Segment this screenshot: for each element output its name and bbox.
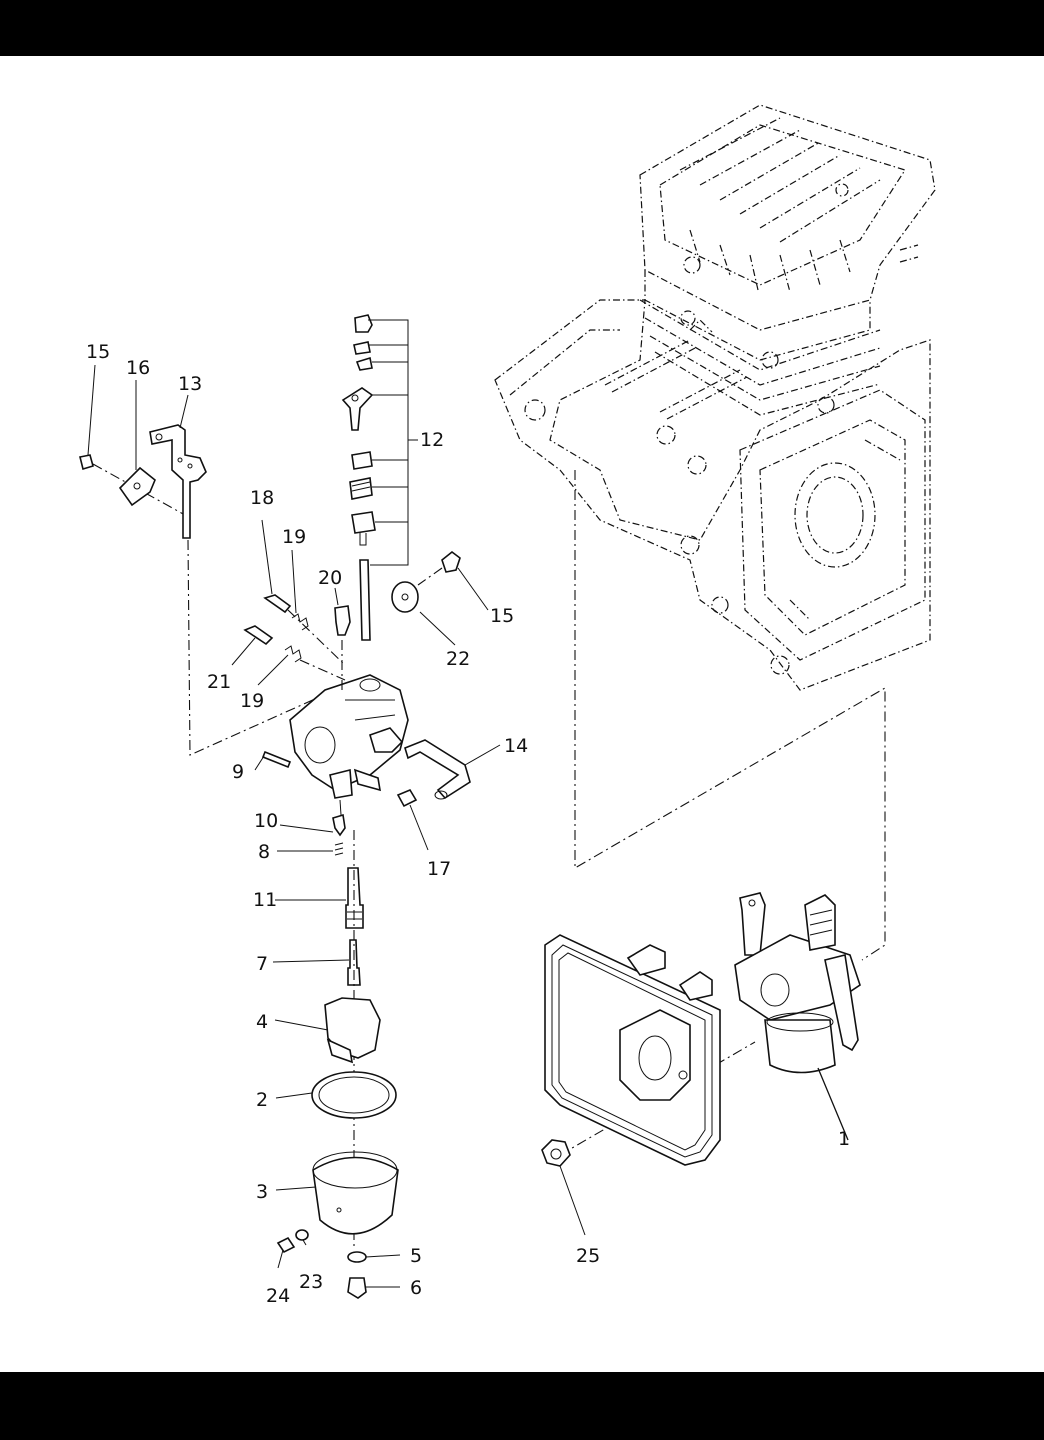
callout-11: 11 bbox=[253, 889, 277, 911]
callout-25: 25 bbox=[576, 1245, 600, 1267]
callout-12: 12 bbox=[420, 429, 444, 451]
callout-19-top: 19 bbox=[282, 526, 306, 548]
bottom-black-band bbox=[0, 1372, 1044, 1440]
part-22-plate bbox=[391, 581, 419, 613]
reference-lines bbox=[559, 470, 886, 1156]
callout-4: 4 bbox=[256, 1011, 268, 1033]
callout-9: 9 bbox=[232, 761, 244, 783]
callout-17: 17 bbox=[427, 858, 451, 880]
part-9-pin bbox=[261, 750, 292, 769]
part-21-screw bbox=[243, 625, 274, 646]
callout-10: 10 bbox=[254, 810, 278, 832]
callout-22: 22 bbox=[446, 648, 470, 670]
callout-3: 3 bbox=[256, 1181, 268, 1203]
part-15-screw-right bbox=[417, 550, 461, 586]
part-4-float bbox=[324, 997, 381, 1064]
callout-19-bottom: 19 bbox=[240, 690, 264, 712]
part-12-choke-parts-stack bbox=[341, 314, 418, 641]
part-25-flange-nut bbox=[541, 1139, 571, 1167]
callout-7: 7 bbox=[256, 953, 268, 975]
part-10-needle bbox=[332, 813, 346, 837]
callout-15-right: 15 bbox=[490, 605, 514, 627]
part-14-fuel-hose bbox=[404, 739, 471, 800]
part-5-washer bbox=[347, 1251, 367, 1263]
part-19-springs bbox=[284, 613, 346, 681]
callout-5: 5 bbox=[410, 1245, 422, 1267]
part-20-pilot-jet bbox=[334, 605, 351, 690]
part-8-spring bbox=[334, 842, 344, 856]
part-3-float-bowl bbox=[312, 1151, 399, 1235]
callout-13: 13 bbox=[178, 373, 202, 395]
part-18-screw bbox=[263, 594, 346, 666]
top-black-band bbox=[0, 0, 1044, 56]
carburetor-body bbox=[289, 674, 409, 831]
callout-15-left: 15 bbox=[86, 341, 110, 363]
callout-24: 24 bbox=[266, 1285, 290, 1307]
callout-2: 2 bbox=[256, 1089, 268, 1111]
part-15-screw-left bbox=[79, 454, 186, 516]
part-7-main-jet bbox=[347, 939, 361, 986]
part-24-screw bbox=[276, 1236, 296, 1254]
callout-20: 20 bbox=[318, 567, 342, 589]
callout-8: 8 bbox=[258, 841, 270, 863]
part-23-washer bbox=[295, 1229, 309, 1241]
engine-block-outline bbox=[494, 104, 936, 691]
callout-16: 16 bbox=[126, 357, 150, 379]
callout-21: 21 bbox=[207, 671, 231, 693]
callout-6: 6 bbox=[410, 1277, 422, 1299]
callout-18: 18 bbox=[250, 487, 274, 509]
callout-14: 14 bbox=[504, 735, 528, 757]
callout-1: 1 bbox=[838, 1128, 850, 1150]
callout-labels: 1 2 3 4 5 6 7 8 9 10 11 12 13 14 15 15 1… bbox=[86, 341, 850, 1307]
part-16-plate bbox=[118, 466, 156, 507]
part-6-drain-bolt bbox=[347, 1277, 367, 1299]
part-17-plug bbox=[396, 788, 418, 808]
part-1-carburetor-assembly bbox=[734, 892, 861, 1141]
leader-lines bbox=[87, 364, 586, 1288]
callout-23: 23 bbox=[299, 1271, 323, 1293]
part-2-gasket bbox=[311, 1071, 397, 1119]
part-13-throttle-lever bbox=[149, 424, 336, 756]
air-cleaner-case bbox=[544, 934, 721, 1166]
